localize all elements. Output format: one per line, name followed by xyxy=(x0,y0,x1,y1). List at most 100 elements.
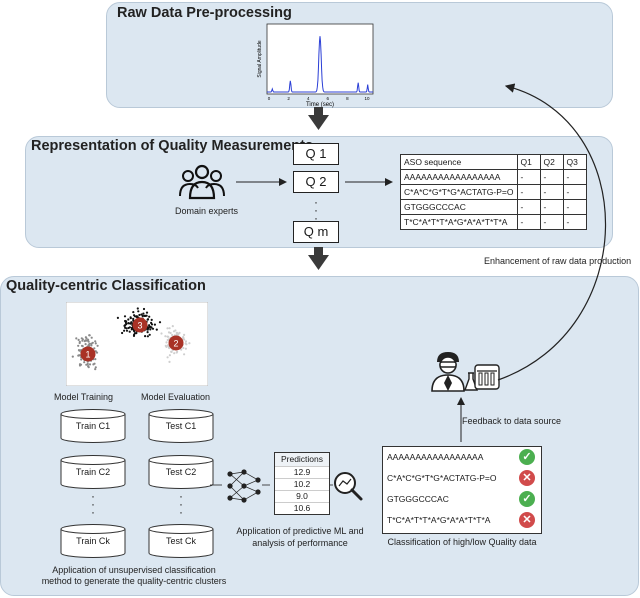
prediction-value: 12.9 xyxy=(275,466,329,478)
scatter-point xyxy=(128,326,131,329)
scatter-point xyxy=(77,338,80,341)
scatter-point xyxy=(83,361,86,364)
scatter-point xyxy=(153,323,156,326)
train-ck-db: Train Ck xyxy=(60,524,126,558)
train-ellipsis: ··· xyxy=(91,489,95,519)
scatter-point xyxy=(127,318,130,321)
scatter-point xyxy=(80,344,84,347)
cluster-scatter: 123 xyxy=(66,302,208,386)
scatter-point xyxy=(124,319,127,323)
scatter-point xyxy=(174,329,177,332)
scatter-point xyxy=(92,363,95,366)
test-ellipsis: ··· xyxy=(179,489,183,519)
signal-plot-xtick: 10 xyxy=(364,96,370,101)
scatter-point xyxy=(168,354,171,357)
scatter-point xyxy=(121,331,124,335)
scatter-point xyxy=(124,326,127,329)
signal-plot-frame xyxy=(266,23,374,95)
signal-plot-xtick: 4 xyxy=(307,96,310,101)
prediction-value: 10.2 xyxy=(275,478,329,490)
scatter-point xyxy=(137,310,140,313)
qm-box: Q m xyxy=(293,221,339,243)
scatter-point xyxy=(78,363,82,366)
cross-icon: ✕ xyxy=(519,512,535,528)
scatter-point xyxy=(77,344,80,347)
predictions-box: Predictions 12.9 10.2 9.0 10.6 xyxy=(274,452,330,515)
scatter-point xyxy=(133,333,136,336)
magnifier-icon xyxy=(334,472,363,501)
neural-network-icon xyxy=(227,469,261,503)
scatter-point xyxy=(93,347,96,350)
scatter-point xyxy=(136,307,139,310)
scatter-point xyxy=(88,334,91,337)
scatter-point xyxy=(165,341,168,344)
test-c1-db: Test C1 xyxy=(148,409,214,443)
scatter-point xyxy=(171,325,174,328)
scatter-point xyxy=(150,323,154,326)
scatter-point xyxy=(94,350,97,353)
scatter-point xyxy=(87,365,90,368)
scatter-point xyxy=(166,344,169,347)
scatter-point xyxy=(94,366,97,369)
scatter-point xyxy=(183,353,186,356)
signal-plot-xtick: 6 xyxy=(327,96,330,101)
scatter-point xyxy=(85,339,88,342)
test-ck-db: Test Ck xyxy=(148,524,214,558)
scatter-point xyxy=(146,335,149,338)
scatter-point xyxy=(185,343,188,346)
scatter-point xyxy=(180,348,183,351)
classified-row: T*C*A*T*T*A*G*A*A*T*T*A✕ xyxy=(383,510,541,531)
scatter-point xyxy=(148,315,151,318)
scatter-point xyxy=(146,328,149,331)
classification-caption: Classification of high/low Quality data xyxy=(387,537,537,547)
scatter-point xyxy=(148,333,151,336)
scatter-point xyxy=(84,343,87,346)
scatter-point xyxy=(88,344,91,347)
down-arrow-1 xyxy=(308,107,329,130)
scatter-point xyxy=(87,340,90,343)
scatter-point xyxy=(151,327,155,330)
train-c2-db: Train C2 xyxy=(60,455,126,489)
scatter-point xyxy=(170,350,173,353)
signal-plot-xtick: 2 xyxy=(287,96,290,101)
scatter-point xyxy=(133,315,137,318)
scatter-point xyxy=(84,336,87,339)
scatter-point xyxy=(71,355,74,358)
scatter-point xyxy=(149,328,152,331)
scatter-point xyxy=(80,358,83,361)
aso-row: GTGGGCCCAC--- xyxy=(400,199,587,215)
cluster-label: 1 xyxy=(85,350,90,360)
cross-icon: ✕ xyxy=(519,470,535,486)
scatter-point xyxy=(182,336,185,339)
scatter-point xyxy=(178,331,181,334)
signal-plot-xtick: 0 xyxy=(268,96,271,101)
scatter-point xyxy=(166,327,169,330)
scatter-point xyxy=(182,346,185,350)
signal-plot-xtick: 8 xyxy=(346,96,349,101)
classified-row: GTGGGCCCAC✓ xyxy=(383,489,541,510)
cluster-marker xyxy=(132,317,148,333)
raw-data-title: Raw Data Pre-processing xyxy=(117,5,292,21)
scatter-point xyxy=(129,317,132,320)
scatter-point xyxy=(138,313,141,317)
scatter-point xyxy=(164,335,167,338)
scatter-point xyxy=(184,347,187,350)
scatter-point xyxy=(142,312,145,315)
cluster-marker xyxy=(80,346,96,362)
scatter-point xyxy=(130,321,133,324)
signal-plot-xticks: 0 2 4 6 8 10 xyxy=(268,96,370,101)
scatter-point xyxy=(144,335,147,338)
scatter-point xyxy=(128,330,131,333)
scatter-point xyxy=(184,340,188,343)
scatter-point xyxy=(125,329,129,332)
unsupervised-caption: Application of unsupervised classificati… xyxy=(41,565,227,586)
scatter-point xyxy=(90,336,93,339)
scatter-point xyxy=(130,326,133,330)
scatter-point xyxy=(166,356,169,359)
scatter-point xyxy=(150,318,153,321)
signal-plot-ylabel: Signal Amplitude xyxy=(257,40,263,77)
test-c2-db: Test C2 xyxy=(148,455,214,489)
scatter-point xyxy=(88,342,91,345)
scatter-point xyxy=(77,349,81,352)
